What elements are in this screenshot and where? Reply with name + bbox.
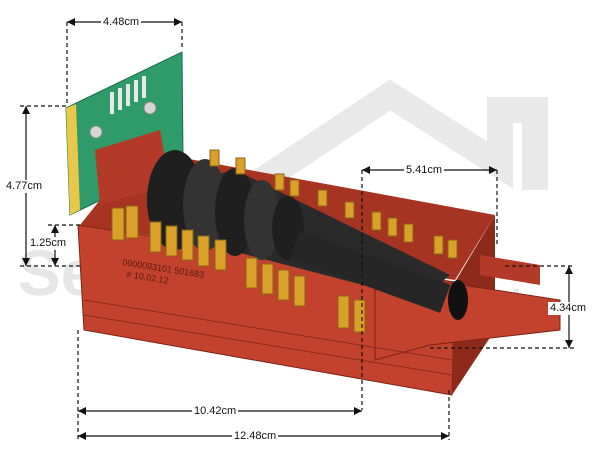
label-base-height: 1.25cm [28,237,69,250]
terminals [111,149,458,333]
dimension-arrows [22,18,573,440]
pcb-board [65,51,184,216]
label-end-height: 4.34cm [548,302,589,315]
label-body-length: 10.42cm [192,405,239,418]
rotary-shaft [147,150,468,320]
label-end-width: 5.41cm [404,164,445,177]
label-pcb-width: 4.48cm [101,16,142,29]
label-overall-length: 12.48cm [232,430,279,443]
label-total-height: 4.77cm [4,180,45,193]
